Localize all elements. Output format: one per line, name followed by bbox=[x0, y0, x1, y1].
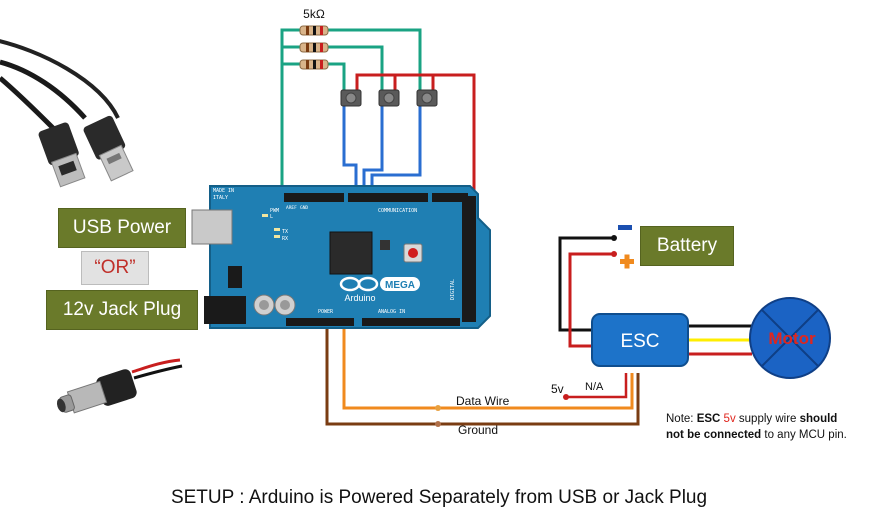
board-brand: Arduino bbox=[344, 293, 375, 303]
battery-negative-wire bbox=[558, 236, 612, 332]
na-label: N/A bbox=[585, 381, 604, 393]
analog-in-text: ANALOG IN bbox=[378, 309, 405, 315]
rx-text: RX bbox=[282, 236, 288, 242]
data-wire-junction bbox=[435, 405, 441, 411]
ground-wire-junction bbox=[435, 421, 441, 427]
battery-positive-wire bbox=[568, 252, 612, 348]
arduino-logo bbox=[339, 276, 379, 292]
usb-port bbox=[191, 209, 233, 245]
jack-plug-image bbox=[56, 358, 183, 414]
jack-plug-label: 12v Jack Plug bbox=[46, 290, 198, 330]
power-text: POWER bbox=[318, 309, 334, 315]
ground-label: Ground bbox=[458, 423, 498, 437]
button-power-wires bbox=[355, 73, 476, 190]
communication-text: COMMUNICATION bbox=[378, 208, 417, 214]
battery-positive-terminal bbox=[611, 251, 617, 257]
data-wire-label: Data Wire bbox=[456, 394, 510, 408]
note-should: should bbox=[799, 413, 838, 425]
gnd-text: GND bbox=[300, 205, 308, 211]
battery-label: Battery bbox=[640, 226, 734, 266]
note-not-connected: not be connected bbox=[666, 429, 762, 441]
arduino-mega-board: MEGA Arduino MADE IN ITALY PWM COMMUNICA… bbox=[191, 185, 491, 329]
l-led-text: L bbox=[270, 214, 273, 220]
plus-sign-icon bbox=[620, 254, 634, 269]
resistor bbox=[299, 42, 329, 53]
esc-5v-end bbox=[563, 394, 569, 400]
note-tail: to any MCU pin. bbox=[761, 429, 847, 441]
resistor-value-label: 5kΩ bbox=[303, 7, 325, 21]
pwm-text: PWM bbox=[270, 208, 279, 214]
note-prefix: Note: bbox=[666, 413, 697, 425]
ground-wire bbox=[325, 318, 640, 426]
five-v-label: 5v bbox=[551, 382, 564, 396]
country-text: ITALY bbox=[213, 195, 228, 201]
safety-note: Note: ESC 5v supply wire should not be c… bbox=[666, 411, 876, 443]
mcu-chip bbox=[329, 231, 373, 275]
esc-label: ESC bbox=[620, 331, 659, 352]
esc-module bbox=[591, 313, 689, 367]
motor-label: Motor bbox=[768, 329, 816, 348]
push-button bbox=[416, 89, 438, 107]
digital-text: DIGITAL bbox=[450, 279, 456, 300]
note-middle: supply wire bbox=[735, 413, 800, 425]
note-esc: ESC bbox=[696, 413, 721, 425]
usb-cable-image bbox=[0, 39, 134, 188]
resistor bbox=[299, 25, 329, 36]
button-signal-wires bbox=[342, 104, 422, 190]
push-button bbox=[340, 89, 362, 107]
usb-power-label: USB Power bbox=[58, 208, 186, 248]
motor bbox=[749, 297, 831, 379]
note-five-v: 5v bbox=[723, 413, 736, 425]
made-in-text: MADE IN bbox=[213, 188, 234, 194]
battery-negative-terminal bbox=[611, 235, 617, 241]
push-button bbox=[378, 89, 400, 107]
resistor-wires bbox=[280, 28, 422, 190]
mega-badge bbox=[380, 277, 420, 291]
esc-5v-wire bbox=[566, 373, 628, 399]
aref-text: AREF bbox=[286, 205, 297, 211]
minus-sign-icon bbox=[618, 225, 632, 230]
motor-wires bbox=[686, 324, 752, 356]
power-jack bbox=[204, 296, 246, 324]
board-model: MEGA bbox=[385, 280, 415, 291]
or-label: “OR” bbox=[81, 251, 149, 285]
resistor bbox=[299, 59, 329, 70]
tx-text: TX bbox=[282, 229, 288, 235]
setup-caption: SETUP : Arduino is Powered Separately fr… bbox=[170, 487, 708, 508]
